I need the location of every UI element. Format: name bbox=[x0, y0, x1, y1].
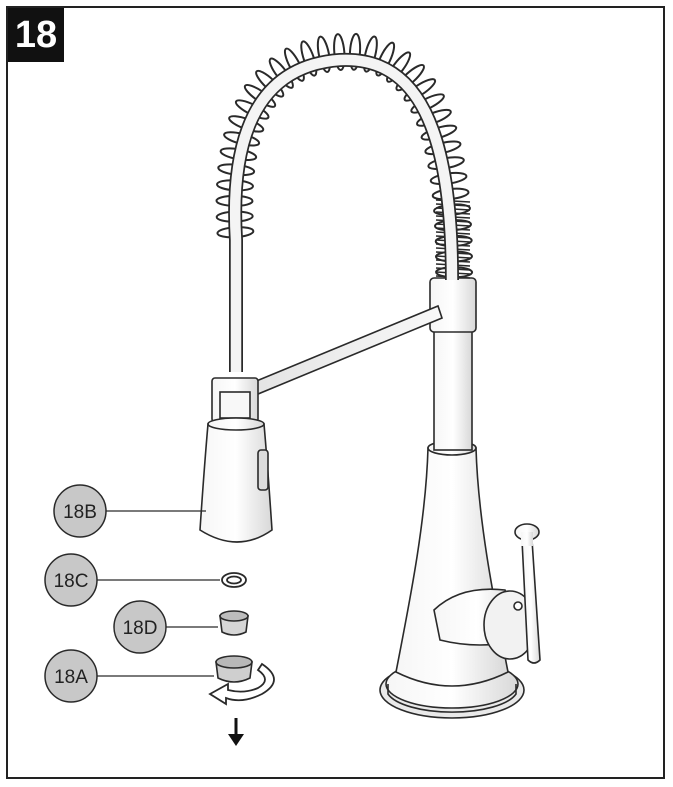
callout-18d: 18D bbox=[113, 600, 167, 654]
spring-ring bbox=[316, 35, 331, 73]
spring-ring bbox=[300, 40, 318, 77]
faucet-handle bbox=[433, 523, 541, 664]
rotate-arrow-icon bbox=[208, 662, 275, 706]
spray-head-collar bbox=[211, 377, 259, 423]
spring-ring bbox=[395, 63, 425, 92]
spring-ring bbox=[362, 35, 378, 73]
callout-lines bbox=[97, 510, 220, 677]
diagram-frame bbox=[6, 6, 665, 779]
callout-18d-label: 18D bbox=[123, 618, 158, 639]
spring-ring bbox=[333, 33, 346, 72]
callout-18a-label: 18A bbox=[54, 667, 88, 688]
callout-18b-label: 18B bbox=[63, 502, 97, 523]
o-ring bbox=[221, 572, 247, 588]
support-arm bbox=[253, 304, 443, 396]
spring-ring bbox=[386, 51, 412, 83]
spring-ring bbox=[348, 32, 362, 71]
callout-18b: 18B bbox=[53, 484, 107, 538]
step-number-badge: 18 bbox=[8, 8, 64, 62]
down-arrow-icon bbox=[228, 718, 244, 746]
callout-18a: 18A bbox=[44, 649, 98, 703]
spring-ring bbox=[375, 41, 396, 77]
callout-18c: 18C bbox=[44, 553, 98, 607]
aerator-housing bbox=[215, 655, 253, 683]
aerator-insert bbox=[219, 610, 249, 636]
callout-18c-label: 18C bbox=[54, 571, 89, 592]
faucet-column bbox=[429, 277, 477, 451]
spray-head bbox=[199, 417, 273, 543]
